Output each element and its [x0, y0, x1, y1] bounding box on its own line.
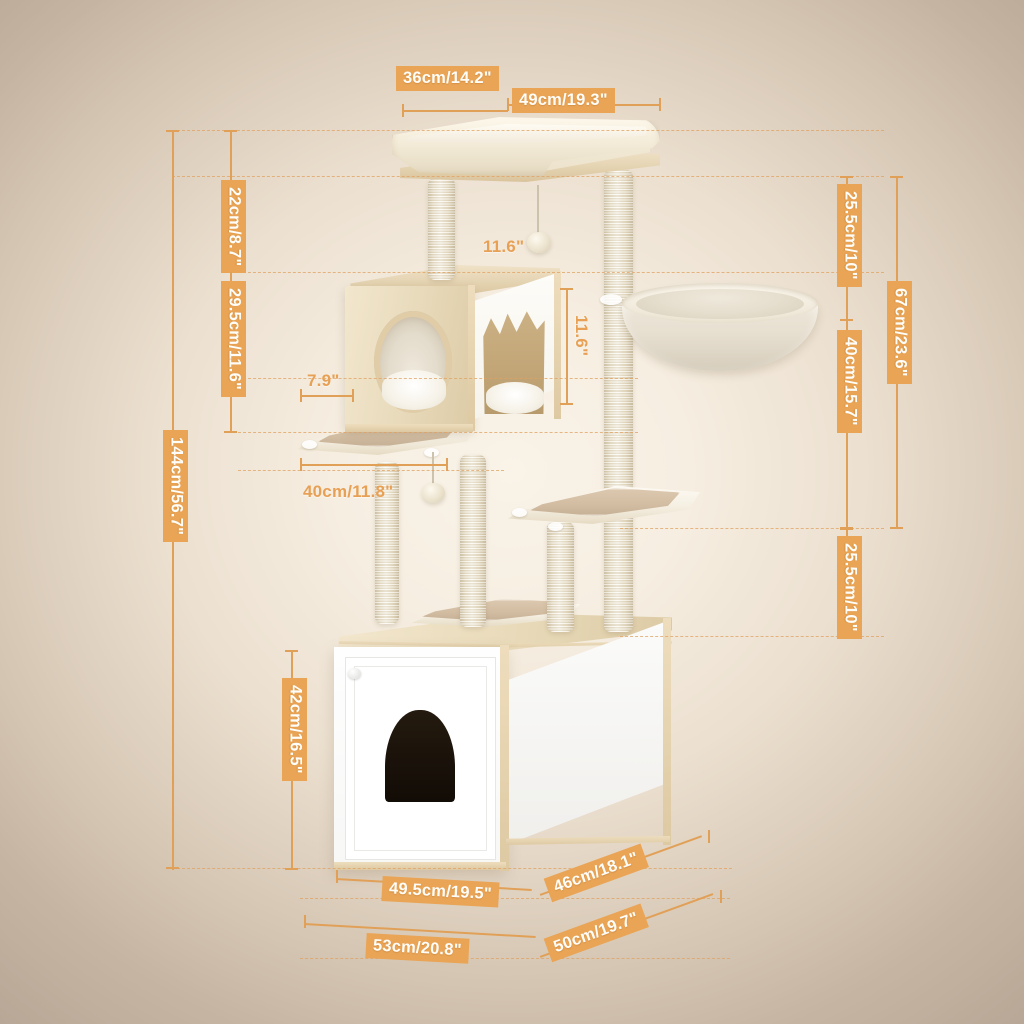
guide-line-cabinet-top [620, 636, 884, 637]
tick-total-top [166, 130, 179, 132]
label-hammock-section: 67cm/23.6" [887, 281, 913, 384]
label-shelf-width: 40cm/11.8" [303, 482, 394, 501]
litter-cabinet-right-trim [663, 618, 671, 845]
label-top-bed-depth: 36cm/14.2" [396, 66, 499, 92]
hammock-inner-bowl [636, 289, 804, 319]
condo-right-trim [554, 271, 561, 419]
label-post-to-hammock: 25.5cm/10" [837, 184, 863, 287]
cat-entry-opening [385, 710, 455, 802]
litter-cabinet-corner-trim [500, 645, 509, 871]
guide-line-shelf-top [238, 432, 638, 433]
guide-line-hammock-bottom [620, 528, 884, 529]
tick-top-width-right [659, 98, 661, 111]
dim-line-shelf-overhang [300, 395, 354, 397]
tick-lower-top [840, 528, 853, 530]
condo-cushion-right [486, 382, 544, 414]
tick-litter-bottom [285, 868, 298, 870]
shelf-support-cap-b [548, 522, 563, 531]
hammock-mount-left [600, 294, 622, 305]
label-shelf-overhang: 7.9" [307, 371, 340, 390]
tick-side-inner-right [708, 830, 710, 843]
tick-shelf-width-left [300, 458, 302, 471]
tick-right-b-bottom [840, 527, 853, 529]
label-bed-to-condo: 22cm/8.7" [221, 180, 247, 274]
dim-line-shelf-width [300, 464, 448, 466]
condo-cushion-left [382, 370, 446, 410]
guide-line-base-lowest [300, 958, 730, 959]
scratching-post-mid-lower [460, 455, 486, 627]
guide-line-top-bed [172, 130, 884, 131]
tick-top-depth-left [402, 104, 404, 117]
hanging-pom-pom-top [527, 232, 551, 253]
hanging-pom-pom-mid [422, 483, 445, 503]
tick-condo-bottom [224, 431, 237, 433]
guide-line-bed-base [172, 176, 884, 177]
litter-cabinet-base-trim [334, 862, 506, 870]
label-condo-height: 29.5cm/11.6" [221, 281, 247, 397]
label-condo-depth-note: 11.6" [483, 237, 525, 256]
left-shelf-cap-b [424, 448, 439, 457]
condo-bottom-trim [345, 424, 473, 432]
left-shelf-cap-a [302, 440, 317, 449]
tick-condo-inner-bottom [560, 403, 573, 405]
guide-line-shelf-bottom [238, 470, 504, 471]
tick-top-depth-right [507, 98, 509, 111]
scratching-post-top-center [428, 178, 455, 280]
label-hammock-drop: 40cm/15.7" [837, 330, 863, 433]
tick-litter-top [285, 650, 298, 652]
tick-side-outer-right [720, 890, 722, 903]
shelf-support-cap-a [512, 508, 527, 517]
label-total-height: 144cm/56.7" [163, 430, 189, 543]
tick-total-bottom [166, 867, 179, 869]
guide-line-base-outer [300, 898, 730, 899]
tick-bed-top [224, 130, 237, 132]
tick-front-inner-left [336, 870, 338, 883]
tick-right-a-bottom [840, 319, 853, 321]
dim-line-condo-inner-height [566, 288, 568, 404]
door-knob-icon[interactable] [348, 668, 361, 679]
label-lower-section: 25.5cm/10" [837, 536, 863, 639]
litter-cabinet-side-base-trim [506, 836, 670, 845]
label-litter-height: 42cm/16.5" [282, 678, 308, 781]
condo-corner-trim [468, 285, 475, 431]
label-top-bed-width: 49cm/19.3" [512, 88, 615, 114]
scratching-post-left-lower [375, 462, 399, 624]
label-condo-inner-height: 11.6" [572, 315, 592, 357]
tick-front-outer-left [304, 915, 306, 928]
tick-right-a-top [840, 176, 853, 178]
tick-section-top [890, 176, 903, 178]
guide-line-condo-top [238, 272, 884, 273]
toy-string-top [537, 185, 539, 237]
tick-shelf-width-right [446, 458, 448, 471]
scratching-post-right-lower [547, 522, 574, 632]
scratching-post-tall-right [604, 170, 633, 632]
tick-overhang-left [300, 389, 302, 402]
guide-line-cabinet-bottom [172, 868, 732, 869]
tick-section-bottom [890, 527, 903, 529]
tick-overhang-right [352, 389, 354, 402]
tick-condo-inner-top [560, 288, 573, 290]
guide-line-condo-bottom [238, 378, 638, 379]
dim-line-top-bed-depth [402, 110, 508, 112]
